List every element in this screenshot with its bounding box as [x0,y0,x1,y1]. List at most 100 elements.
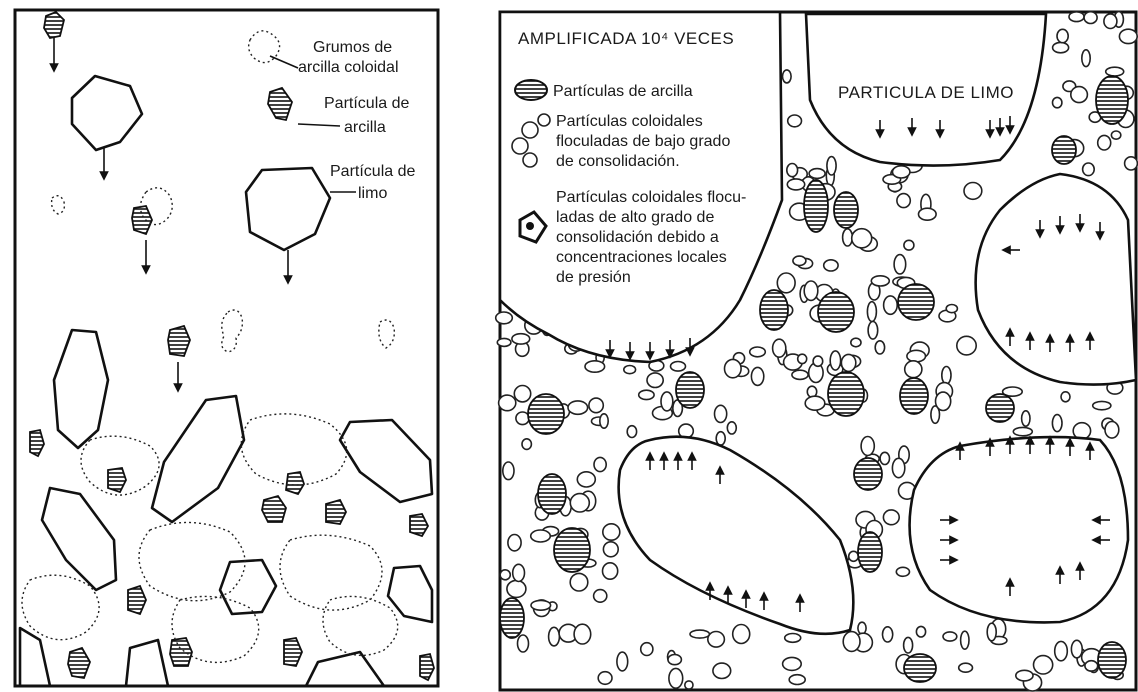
floc-particle [624,366,636,374]
floc-particle [805,396,825,410]
floc-particle [598,672,612,685]
floc-particle [1061,392,1070,402]
floc-particle [896,567,909,576]
floc-particle [503,462,514,480]
label-particula-arcilla-line1: Partícula de [324,95,409,112]
floc-particle [594,590,607,603]
floc-particle [804,281,818,300]
floc-particle [907,350,926,362]
floc-particle [512,334,530,344]
legend-high-consolidation-line5: de presión [556,269,631,286]
floc-particle [893,166,910,178]
floc-particle [830,351,840,370]
floc-particle [875,341,884,354]
floc-particle [1119,29,1137,43]
floc-particle [574,624,591,644]
floc-particle [1084,12,1097,24]
floc-particle [1105,422,1119,439]
floc-particle [987,623,996,641]
floc-particle [792,370,808,379]
floc-particle [713,663,731,678]
floc-particle [798,354,807,363]
floc-particle [594,457,606,471]
floc-particle [773,339,786,357]
floc-particle [600,414,608,428]
label-particula-arcilla-line2: arcilla [344,119,386,136]
floc-particle [1071,87,1088,103]
clay-particle [858,532,882,572]
floc-particle [897,194,910,208]
floc-particle [1106,67,1124,76]
floc-particle [733,625,750,644]
floc-particle [1052,415,1062,432]
floc-particle [787,164,798,177]
floc-particle [514,386,530,402]
floc-particle [531,530,551,542]
floc-particle [603,524,620,540]
floc-particle [936,392,951,410]
clay-particle [1098,642,1126,678]
floc-particle [904,240,914,250]
floc-particle [725,359,742,377]
clay-particle [1096,76,1128,124]
floc-particle [568,401,588,414]
floc-particle [496,312,513,324]
floc-particle [1057,29,1068,42]
magnification-title: AMPLIFICADA 10⁴ VECES [518,29,734,48]
floc-particle [690,630,709,638]
right-panel: AMPLIFICADA 10⁴ VECES PARTICULA DE LIMO … [496,12,1138,691]
clay-particle [854,458,882,490]
floc-particle [1055,641,1068,660]
floc-particle [904,637,913,653]
legend-high-consolidation-line3: consolidación debido a [556,229,719,246]
floc-particle [500,570,510,580]
clay-particle [554,528,590,572]
floc-particle [785,634,801,643]
floc-particle [788,115,802,127]
legend-high-consolidation-line1: Partículas coloidales flocu- [556,189,746,206]
floc-particle [497,338,511,346]
clay-particle [170,638,192,666]
floc-particle [518,635,529,652]
floc-particle [1104,14,1117,29]
floc-particle [1022,411,1030,426]
floc-particle [577,472,595,487]
floc-particle [867,302,876,322]
floc-particle [668,655,681,665]
clay-particle [538,474,566,514]
silt-particle-label: PARTICULA DE LIMO [838,83,1014,102]
floc-particle [1071,640,1082,658]
floc-particle [639,390,654,399]
floc-particle [959,663,973,672]
legend-clay-label: Partículas de arcilla [553,83,693,100]
floc-particle [1016,670,1033,681]
clay-particle [904,654,936,682]
legend-low-consolidation-line1: Partículas coloidales [556,113,703,130]
floc-particle [1111,131,1120,139]
floc-particle [1125,157,1138,170]
clay-particle [1052,136,1076,164]
floc-particle [1098,135,1111,150]
floc-particle [868,322,878,340]
floc-particle [849,551,859,561]
floc-particle [843,229,853,246]
floc-particle [813,356,823,366]
floc-particle [1085,661,1098,671]
floc-particle [751,367,763,385]
clay-particle [898,284,934,320]
floc-particle [916,626,925,637]
floc-particle [894,255,906,274]
floc-particle [964,183,982,200]
floc-particle [793,256,806,265]
floc-particle [783,657,802,670]
clay-particle [818,292,854,332]
floc-particle [884,296,898,314]
floc-particle [1093,401,1111,409]
clay-particle [500,598,524,638]
label-grumos-line1: Grumos de [313,39,392,56]
floc-particle [589,398,603,413]
legend-high-consolidation-line2: ladas de alto grado de [556,209,714,226]
floc-particle [1083,163,1095,176]
floc-particle [685,681,693,689]
floc-particle [716,432,725,445]
